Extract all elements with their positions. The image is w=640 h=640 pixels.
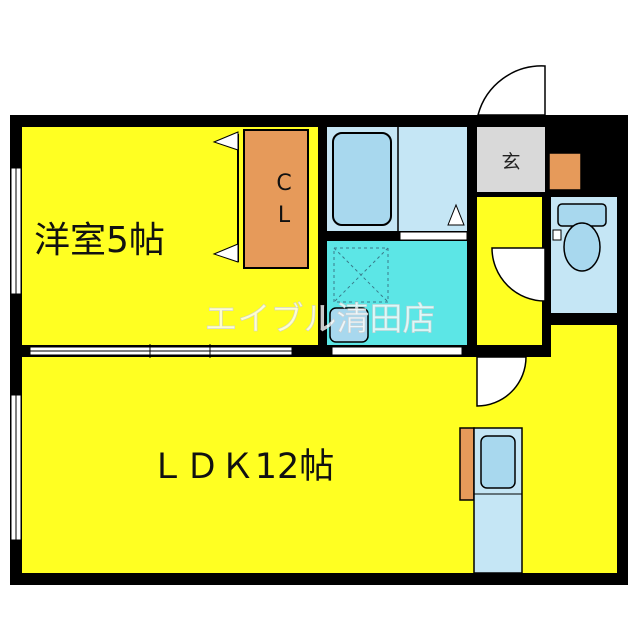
closet-label-c: C [276,171,291,196]
closet-door-marker-top [212,131,239,151]
washing-pan-cross-2 [333,247,389,303]
kitchen-sink-icon [480,435,516,489]
ldk-door-swing [476,356,527,407]
vanity-icon [329,307,369,343]
entrance [477,127,545,192]
bath-door-marker [447,203,465,226]
watermark: エイブル清田店 [205,299,436,338]
entrance-label: 玄 [501,151,520,173]
toilet-door-swing [491,247,546,302]
ldk-label: ＬＤＫ12帖 [150,447,335,487]
toilet-icon [563,222,601,272]
closet [243,129,309,269]
toilet-paper [552,229,562,241]
washroom-bottom-opening [331,346,463,356]
ldk [22,357,474,573]
shoe-box [548,152,582,191]
closet-label-l: L [278,203,291,228]
bathtub-icon [332,132,392,226]
ldk-east-extension [551,325,617,573]
washroom-opening [399,231,468,241]
entrance-door-swing [477,65,546,116]
washing-machine-pan-icon [333,247,389,303]
kitchen-counter-wall [459,427,475,501]
western-room-label: 洋室5帖 [34,220,165,261]
closet-door-marker-bottom [212,243,239,263]
